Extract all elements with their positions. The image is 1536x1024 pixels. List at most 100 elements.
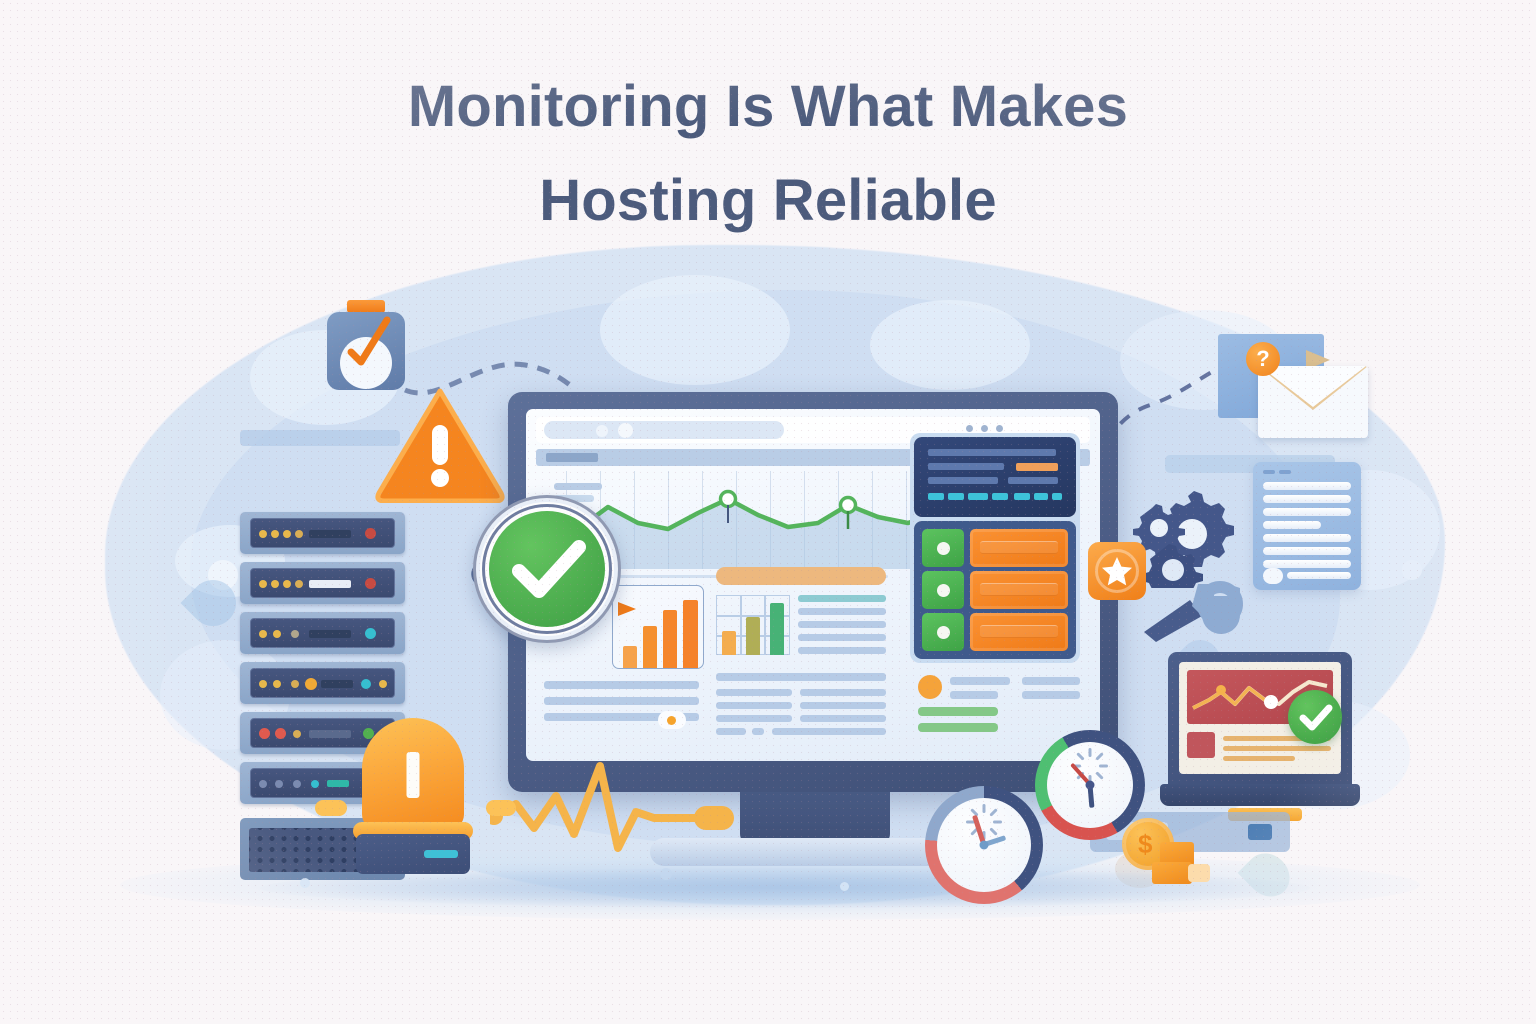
- title-line-2: Hosting Reliable: [539, 167, 997, 233]
- bar: [623, 646, 637, 668]
- led-indicator: [295, 580, 303, 588]
- led-indicator: [365, 528, 376, 539]
- bar: [683, 600, 698, 668]
- browser-tab[interactable]: [544, 421, 784, 439]
- led-indicator: [291, 630, 299, 638]
- led-indicator: [365, 578, 376, 589]
- led-indicator: [259, 630, 267, 638]
- section-header-bar: [716, 567, 886, 585]
- status-bar: [970, 571, 1068, 609]
- check-icon: [1299, 704, 1333, 731]
- status-dark-panel: [910, 433, 1080, 663]
- envelope-icon: ?: [1218, 334, 1368, 440]
- status-row[interactable]: [922, 571, 1068, 609]
- text-line: [544, 681, 699, 689]
- led-indicator: [379, 680, 387, 688]
- text-line: [716, 702, 792, 709]
- window-dot[interactable]: [966, 425, 973, 432]
- led-indicator: [291, 680, 299, 688]
- led-indicator: [365, 628, 376, 639]
- clock-face: [1047, 742, 1133, 828]
- text-line: [716, 715, 792, 722]
- chart-legend-chip: [554, 483, 602, 490]
- alarm-beacon-icon: [348, 718, 478, 874]
- doc-marker: [1263, 470, 1275, 474]
- summary-dot: [918, 675, 942, 699]
- tab-favicon: [596, 425, 608, 437]
- text-line: [950, 677, 1010, 685]
- stopwatch-check: [347, 316, 391, 366]
- orange-bar-chart: [612, 585, 704, 669]
- led-indicator: [361, 679, 371, 689]
- text-line: [1022, 677, 1080, 685]
- text-line: [752, 728, 764, 735]
- address-chip: [546, 453, 598, 462]
- status-bar: [970, 529, 1068, 567]
- led-indicator: [259, 530, 267, 538]
- led-indicator: [271, 580, 279, 588]
- text-line: [716, 728, 746, 735]
- clock-center-pin: [979, 840, 989, 850]
- led-indicator: [275, 780, 283, 788]
- status-indicator-ok: [922, 529, 964, 567]
- text-line: [950, 691, 998, 699]
- server-unit-face: [250, 668, 395, 698]
- bar: [746, 617, 760, 655]
- text-line: [800, 689, 886, 696]
- ambient-dot: [300, 878, 310, 888]
- led-indicator: [275, 728, 286, 739]
- status-row[interactable]: [922, 613, 1068, 651]
- drive-slot: [309, 580, 351, 588]
- drive-slot: [327, 780, 349, 787]
- led-indicator: [273, 630, 281, 638]
- tab-close-icon[interactable]: [618, 423, 633, 438]
- stopwatch-icon: [327, 300, 405, 392]
- magnifier-check-icon: [455, 495, 621, 675]
- server-unit: [240, 512, 405, 554]
- laptop-icon: [1160, 652, 1360, 827]
- led-indicator: [283, 580, 291, 588]
- clock-center-pin: [1085, 780, 1095, 790]
- text-line: [798, 621, 886, 628]
- title-line-1: Monitoring Is What Makes: [407, 74, 1129, 139]
- svg-text:$: $: [1138, 829, 1153, 859]
- window-dot[interactable]: [981, 425, 988, 432]
- status-row[interactable]: [922, 529, 1068, 567]
- doc-marker: [1279, 470, 1291, 474]
- bar: [722, 631, 736, 655]
- status-indicator-ok: [922, 571, 964, 609]
- progress-bar-green: [918, 723, 998, 732]
- led-indicator: [273, 680, 281, 688]
- status-ok-circle: [489, 511, 605, 627]
- text-line: [772, 728, 886, 735]
- led-indicator: [293, 780, 301, 788]
- drive-slot: [309, 730, 351, 738]
- envelope-flap-inner: [1260, 366, 1366, 407]
- bar: [643, 626, 657, 668]
- bar: [770, 603, 784, 655]
- ambient-dot: [660, 868, 672, 880]
- led-indicator: [283, 530, 291, 538]
- bar: [663, 610, 677, 668]
- toggle-knob[interactable]: [658, 711, 686, 729]
- document-icon: [1253, 462, 1361, 590]
- progress-bar-green: [918, 707, 998, 716]
- led-indicator: [259, 728, 270, 739]
- coin-stack: [1152, 862, 1192, 884]
- text-line: [716, 673, 886, 681]
- drive-slot: [321, 680, 353, 688]
- check-icon: [512, 540, 586, 598]
- status-indicator-ok: [922, 613, 964, 651]
- clock-face: [937, 798, 1031, 892]
- server-unit: [240, 612, 405, 654]
- cloud-puff: [600, 275, 790, 385]
- text-line: [798, 608, 886, 615]
- window-dot[interactable]: [996, 425, 1003, 432]
- led-indicator: [293, 730, 301, 738]
- led-indicator: [259, 580, 267, 588]
- star-badge-icon: [1088, 542, 1146, 600]
- beacon-base: [356, 834, 470, 874]
- text-line: [798, 647, 886, 654]
- status-bar: [970, 613, 1068, 651]
- server-unit: [240, 662, 405, 704]
